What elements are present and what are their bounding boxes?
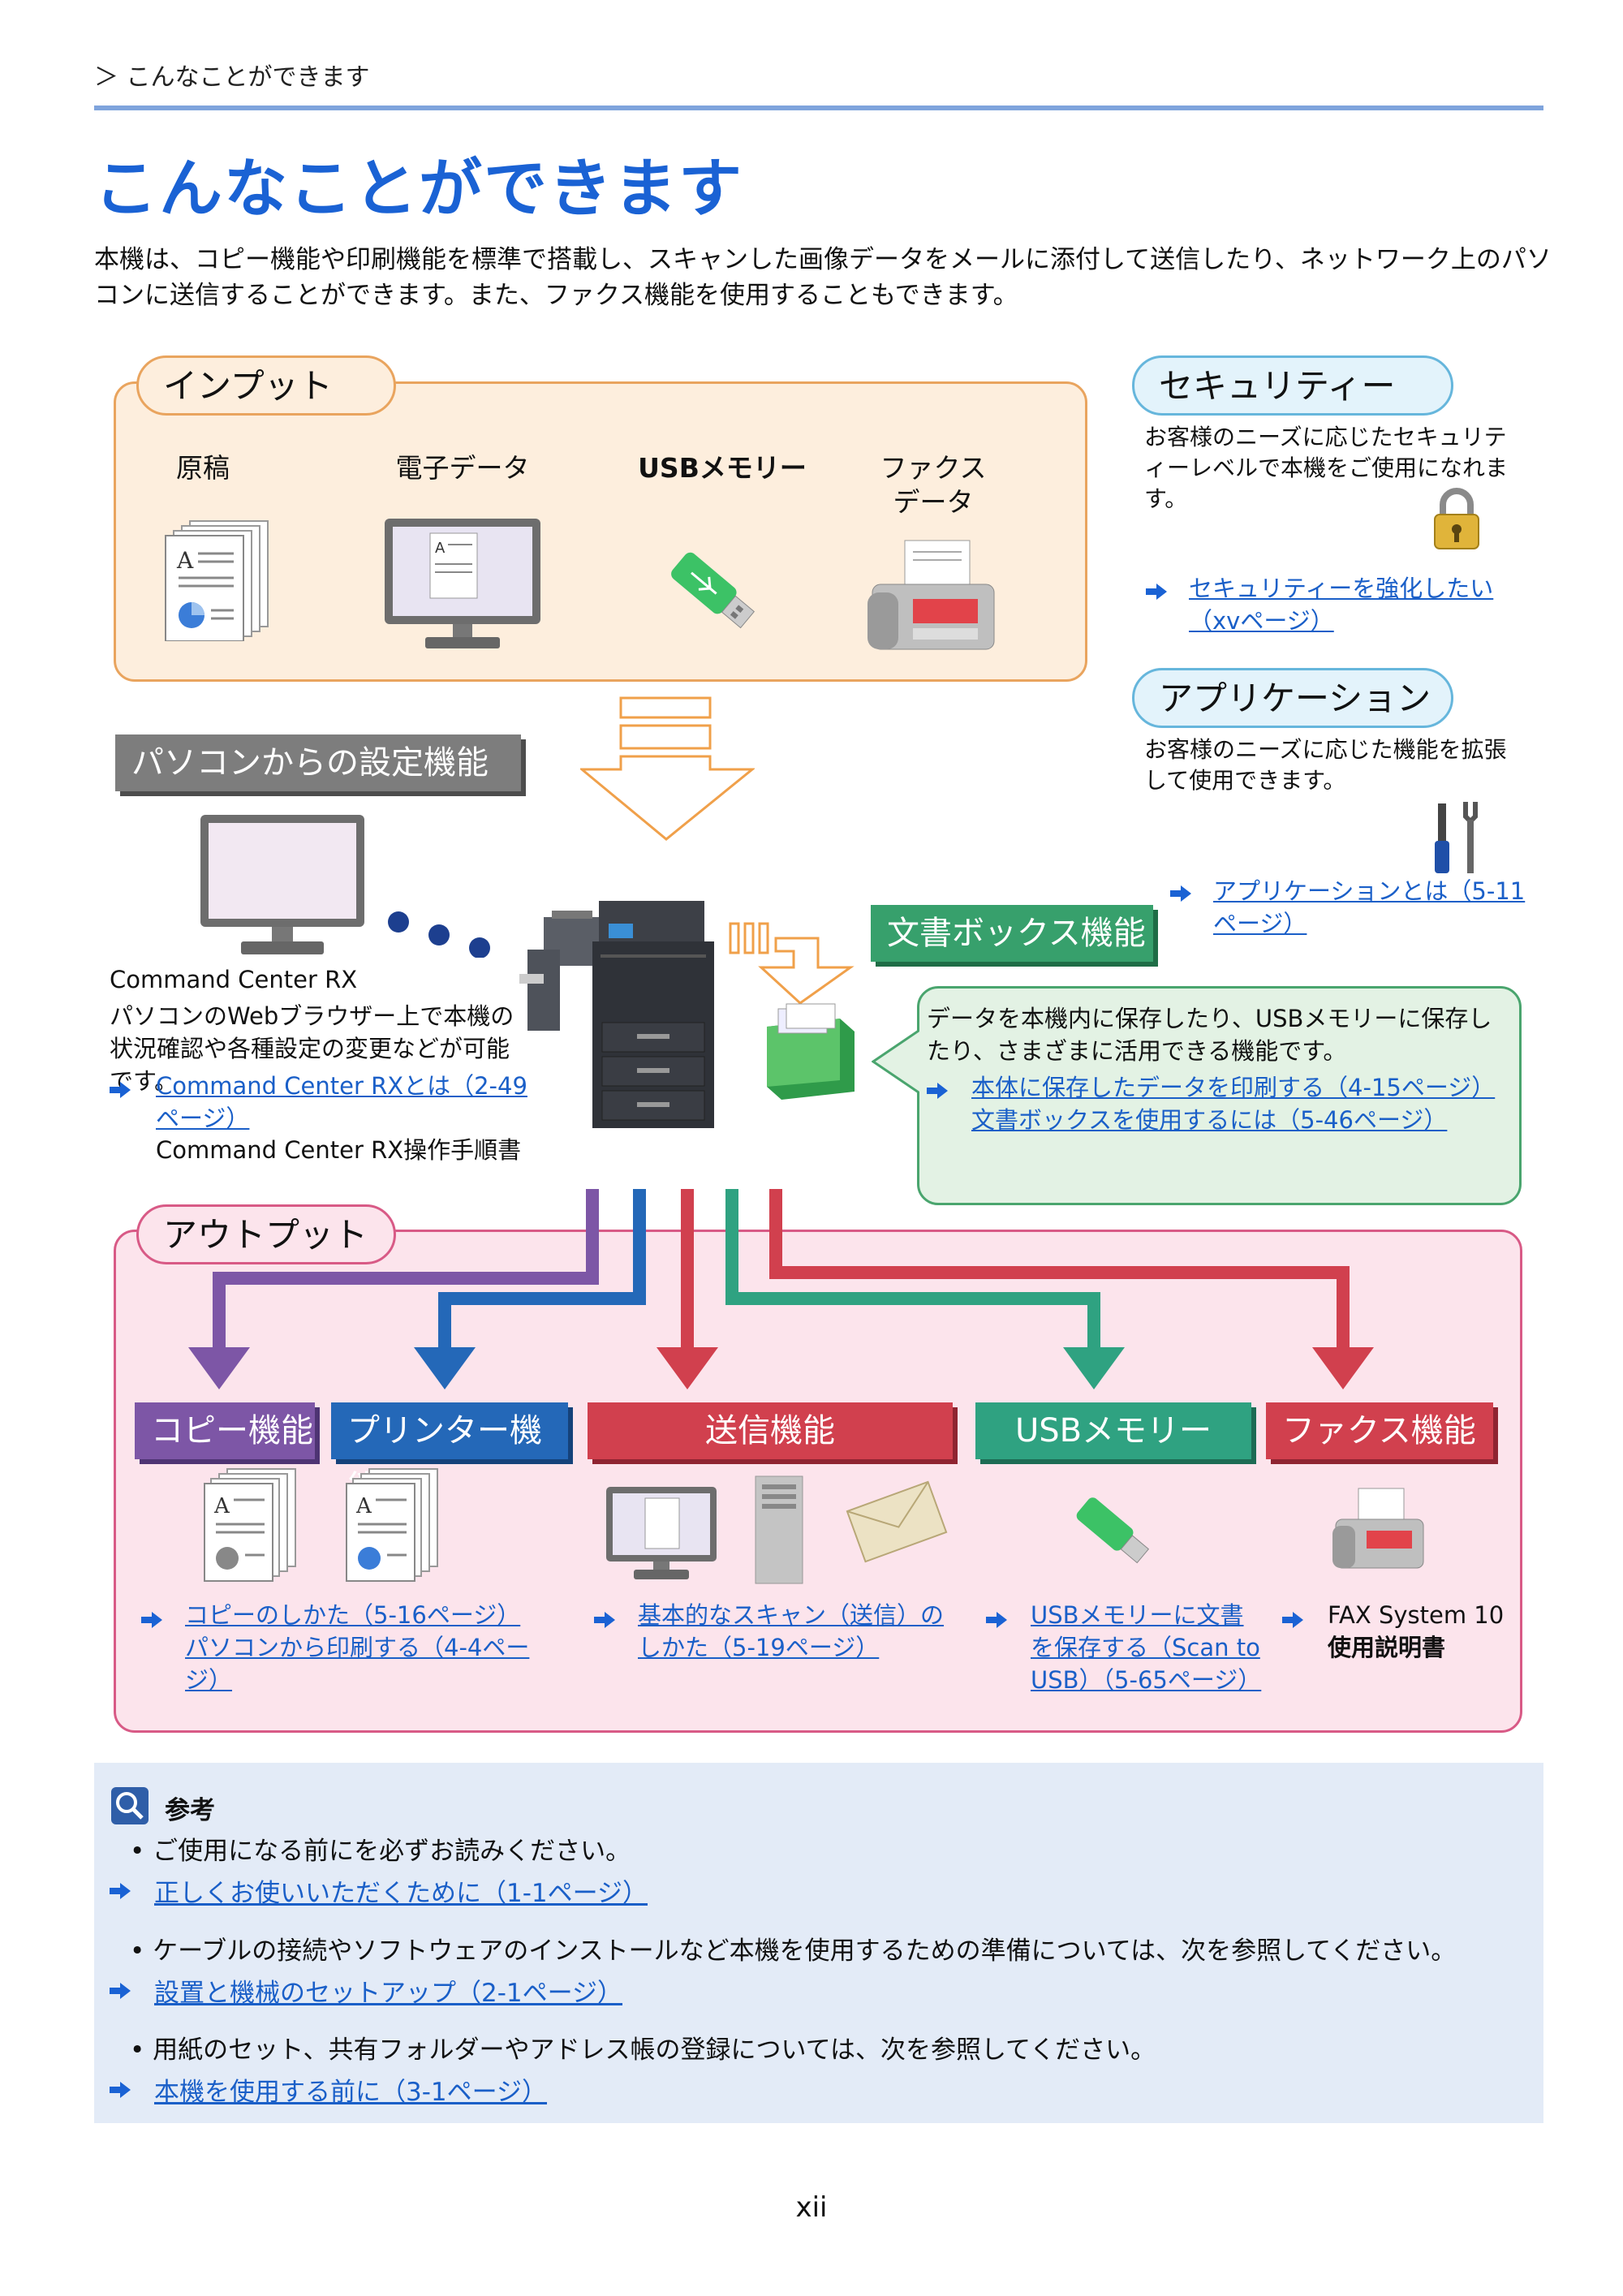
output-heading: アウトプット	[136, 1204, 396, 1264]
input-label-original: 原稿	[176, 452, 230, 484]
header-rule	[94, 106, 1543, 110]
link-arrow-icon	[927, 1083, 948, 1099]
fax-manual-name: FAX System 10	[1328, 1601, 1505, 1629]
pc-monitor-icon	[200, 815, 364, 954]
server-icon	[755, 1475, 803, 1584]
security-link[interactable]: セキュリティーを強化したい（xvページ）	[1189, 575, 1494, 635]
pc-settings-heading: パソコンからの設定機能	[115, 734, 521, 791]
scan-to-usb-link[interactable]: USBメモリーに文書を保存する（Scan to USB）（5-65ページ）	[1031, 1601, 1262, 1694]
callout-pointer	[872, 1029, 920, 1094]
connection-dots	[388, 911, 490, 958]
link-arrow-icon	[110, 2082, 131, 2098]
fax-function-tag: ファクス機能	[1266, 1402, 1493, 1459]
note-2-link[interactable]: 設置と機械のセットアップ（2-1ページ）	[154, 1979, 623, 2008]
command-center-manual: Command Center RX操作手順書	[156, 1136, 522, 1164]
multifunction-printer-image	[519, 901, 714, 1128]
copy-howto-link[interactable]: コピーのしかた（5-16ページ）	[185, 1601, 521, 1629]
security-text: お客様のニーズに応じたセキュリティーレベルで本機をご使用になれます。	[1144, 424, 1509, 512]
note-1-link[interactable]: 正しくお使いいただくために（1-1ページ）	[154, 1879, 648, 1908]
fax-machine-icon	[867, 540, 995, 650]
input-label-usb: USBメモリー	[638, 452, 807, 484]
document-stack-icon: A	[165, 520, 269, 641]
input-label-fax-data: ファクス データ	[880, 452, 987, 518]
link-arrow-icon	[1170, 885, 1191, 902]
application-text: お客様のニーズに応じた機能を拡張して使用できます。	[1144, 736, 1507, 794]
svg-text:A: A	[355, 1494, 372, 1518]
fax-manual-label: 使用説明書	[1328, 1634, 1446, 1661]
usb-function-tag: USBメモリー	[975, 1402, 1251, 1459]
document-box-heading: 文書ボックス機能	[871, 905, 1153, 962]
envelope-icon	[846, 1480, 948, 1563]
link-arrow-icon	[1282, 1612, 1303, 1628]
page-number: xii	[795, 2191, 828, 2224]
page-title: こんなことができます	[94, 153, 744, 226]
padlock-icon	[1434, 488, 1479, 549]
print-document-stack-icon: A	[346, 1468, 438, 1582]
print-stored-data-link[interactable]: 本体に保存したデータを印刷する（4-15ページ）	[971, 1074, 1496, 1101]
note-3-link[interactable]: 本機を使用する前に（3-1ページ）	[154, 2078, 548, 2107]
security-heading: セキュリティー	[1132, 355, 1453, 416]
monitor-icon: A	[385, 519, 540, 648]
document-box-text: データを本機内に保存したり、USBメモリーに保存したり、さまざまに活用できる機能…	[927, 1005, 1492, 1065]
usb-memory-icon	[671, 552, 756, 629]
copy-function-tag: コピー機能	[135, 1402, 315, 1459]
note-1-text: • ご使用になる前にを必ずお読みください。	[130, 1837, 631, 1866]
reference-icon	[111, 1787, 149, 1824]
link-arrow-icon	[110, 1883, 131, 1899]
link-arrow-icon	[110, 1983, 131, 1999]
link-arrow-icon	[986, 1612, 1007, 1628]
use-document-box-link[interactable]: 文書ボックスを使用するには（5-46ページ）	[971, 1106, 1448, 1134]
fax-output-icon	[1332, 1488, 1424, 1569]
basic-scan-link[interactable]: 基本的なスキャン（送信）のしかた（5-19ページ）	[638, 1601, 945, 1661]
svg-text:A: A	[213, 1494, 230, 1518]
pc-product-name: Command Center RX	[110, 966, 358, 993]
application-link[interactable]: アプリケーションとは（5-11ページ）	[1213, 877, 1526, 937]
document-box-icon	[767, 1003, 855, 1100]
note-3-text: • 用紙のセット、共有フォルダーやアドレス帳の登録については、次を参照してくださ…	[130, 2035, 1156, 2065]
svg-text:A: A	[435, 540, 446, 557]
link-arrow-icon	[110, 1082, 131, 1098]
notes-heading: 参考	[165, 1796, 215, 1825]
link-arrow-icon	[141, 1612, 162, 1628]
intro-text: 本機は、コピー機能や印刷機能を標準で搭載し、スキャンした画像データをメールに添付…	[94, 245, 1552, 310]
send-monitor-icon	[606, 1487, 717, 1579]
printer-function-tag: プリンター機能	[331, 1402, 568, 1506]
docbox-flow-arrow	[729, 922, 855, 1005]
print-from-pc-link[interactable]: パソコンから印刷する（4-4ページ）	[185, 1634, 530, 1694]
note-2-text: • ケーブルの接続やソフトウェアのインストールなど本機を使用するための準備につい…	[130, 1936, 1457, 1966]
usb-memory-output-icon	[1076, 1497, 1150, 1564]
send-function-tag: 送信機能	[588, 1402, 953, 1459]
application-heading: アプリケーション	[1132, 668, 1453, 728]
command-center-link[interactable]: Command Center RXとは（2-49ページ）	[156, 1072, 527, 1132]
svg-text:A: A	[176, 547, 194, 574]
document-box-panel	[917, 986, 1522, 1205]
input-flow-arrow	[580, 696, 755, 841]
pc-description: パソコンのWebブラウザー上で本機の状況確認や各種設定の変更などが可能です。	[110, 1002, 514, 1095]
notes-panel	[94, 1763, 1543, 2123]
link-arrow-icon	[594, 1612, 615, 1628]
copy-document-stack-icon: A	[204, 1468, 296, 1582]
input-label-electronic: 電子データ	[395, 452, 530, 484]
input-heading: インプット	[136, 355, 396, 416]
tools-icon	[1435, 802, 1478, 873]
link-arrow-icon	[1146, 584, 1167, 600]
breadcrumb: ＞ こんなことができます	[94, 63, 370, 92]
